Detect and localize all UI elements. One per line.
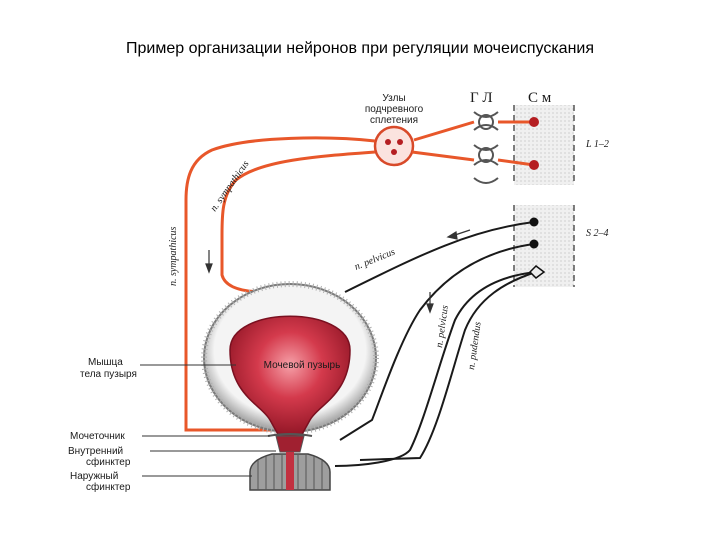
parasympathetic-fibers: [334, 221, 537, 467]
outer-sphincter-label-line2: сфинктер: [86, 481, 131, 493]
label-leaders: [140, 364, 276, 477]
inner-sphincter: [267, 433, 313, 453]
muscle-label-line1: Мышца: [88, 357, 123, 368]
page-title: Пример организации нейронов при регуляци…: [126, 40, 594, 57]
outer-sphincter: [249, 452, 331, 491]
hypogastric-plexus: [373, 125, 415, 167]
gl-label: Г Л: [470, 90, 493, 106]
pelvicus-top-label: n. pelvicus: [353, 247, 397, 273]
symp-outer-label: n. sympathicus: [168, 226, 179, 286]
pudendus-label: n. pudendus: [466, 321, 484, 370]
neuron-s24-upper: [529, 217, 539, 227]
spinal-segment-l12: [513, 105, 575, 185]
ureter-label: Мочеточник: [70, 431, 125, 442]
direction-arrows: [205, 229, 471, 314]
sm-label: С м: [528, 90, 552, 106]
inner-sphincter-label-line2: сфинктер: [86, 456, 131, 468]
outer-sphincter-label-line1: Наружный: [70, 471, 118, 482]
bladder: [201, 281, 379, 439]
muscle-label-line2: тела пузыря: [80, 369, 137, 380]
bladder-label: Мочевой пузырь: [264, 360, 341, 371]
plexus-label-line1: Узлы: [382, 93, 405, 104]
sympathetic-chain: [473, 111, 499, 184]
plexus-label-line2: подчревного: [365, 104, 424, 115]
neuron-s24-lower: [529, 239, 539, 249]
symp-inner-label: n. sympathicus: [208, 159, 251, 214]
inner-sphincter-label-line1: Внутренний: [68, 446, 123, 457]
plexus-label-line3: сплетения: [370, 115, 418, 126]
l12-label: L 1–2: [585, 139, 609, 150]
s24-label: S 2–4: [586, 228, 609, 239]
sympathetic-fibers: [184, 120, 535, 432]
neuron-pudendal: [528, 265, 546, 279]
neuron-l12-lower: [529, 160, 539, 170]
neuron-l12-upper: [529, 117, 539, 127]
